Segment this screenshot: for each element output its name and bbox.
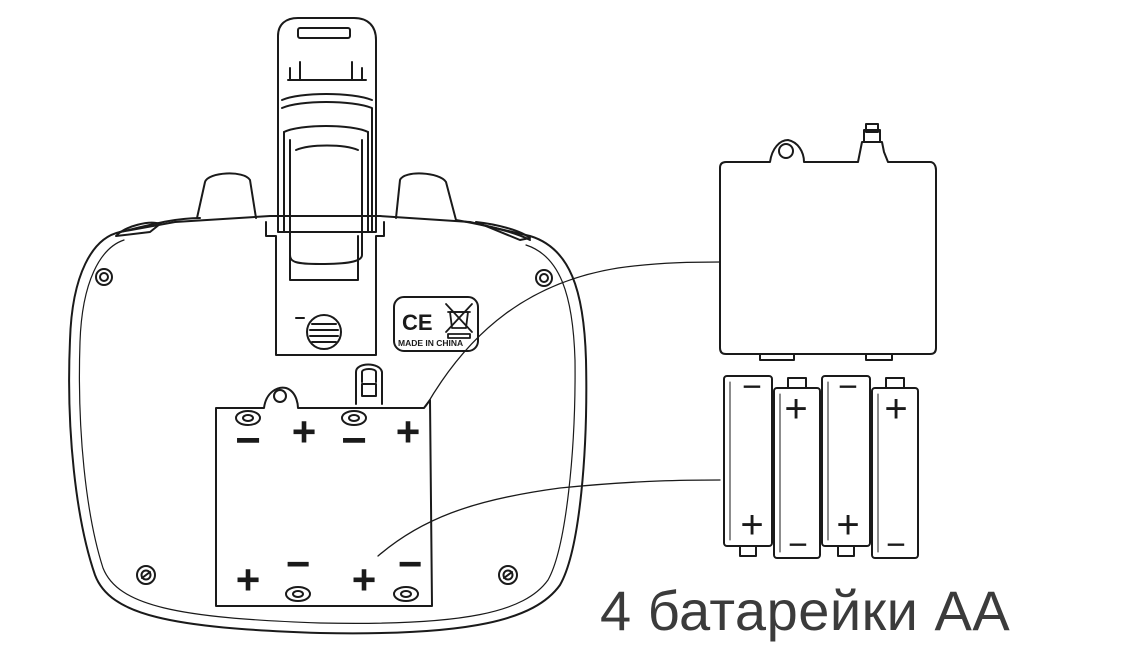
ce-label: CE MADE IN CHINA (393, 296, 479, 352)
ce-mark: CE (402, 310, 433, 335)
weee-bin-icon (445, 303, 473, 339)
battery-1-bottom-polarity: + (740, 503, 763, 547)
controller-inner-rim (78, 239, 576, 624)
left-shoulder-button (196, 172, 257, 219)
made-in-china-text: MADE IN CHINA (398, 338, 463, 348)
battery-compartment: − + − + + − + − (215, 363, 433, 607)
battery-3: − + (821, 368, 871, 557)
compartment-polarity-top-1: − (235, 416, 261, 465)
controller-body (68, 172, 588, 635)
leader-line-cover (425, 261, 721, 407)
controller-outline (68, 215, 588, 635)
battery-cover (719, 123, 937, 361)
leader-line-batteries (377, 479, 721, 557)
compartment-polarity-top-3: − (341, 416, 367, 465)
battery-3-bottom-polarity: + (836, 503, 859, 547)
compartment-polarity-bottom-1: + (236, 556, 261, 603)
compartment-polarity-bottom-4: − (398, 540, 423, 587)
battery-4-bottom-polarity: − (886, 526, 906, 564)
bottom-contacts (285, 586, 419, 602)
top-contacts (235, 410, 367, 426)
right-shoulder-button (395, 172, 457, 221)
screw-bottom-left (136, 565, 156, 585)
compartment-polarity-bottom-2: − (286, 540, 311, 587)
battery-4: + − (871, 377, 919, 564)
compartment-polarity-bottom-3: + (352, 556, 377, 603)
compartment-polarity-top-2: + (292, 408, 317, 455)
compartment-polarity-top-4: + (396, 408, 421, 455)
compartment-latch (355, 363, 383, 405)
left-top-edge (119, 217, 201, 233)
battery-4-top-polarity: + (884, 387, 907, 431)
battery-2-top-polarity: + (784, 387, 807, 431)
right-side-tab (475, 221, 531, 241)
battery-1-top-polarity: − (742, 368, 762, 406)
battery-2-bottom-polarity: − (788, 526, 808, 564)
battery-2: + − (773, 377, 821, 564)
battery-1: − + (723, 368, 773, 557)
right-top-edge (455, 219, 531, 241)
screw-top-right (535, 269, 553, 287)
battery-3-top-polarity: − (838, 368, 858, 406)
caption-battery-count: 4 батарейки АА (600, 579, 1011, 642)
screw-top-left (95, 268, 113, 286)
clip-adjust-knob (306, 314, 342, 350)
phone-holder-clip (265, 17, 385, 356)
left-side-tab (115, 221, 161, 237)
screw-bottom-right (498, 565, 518, 585)
